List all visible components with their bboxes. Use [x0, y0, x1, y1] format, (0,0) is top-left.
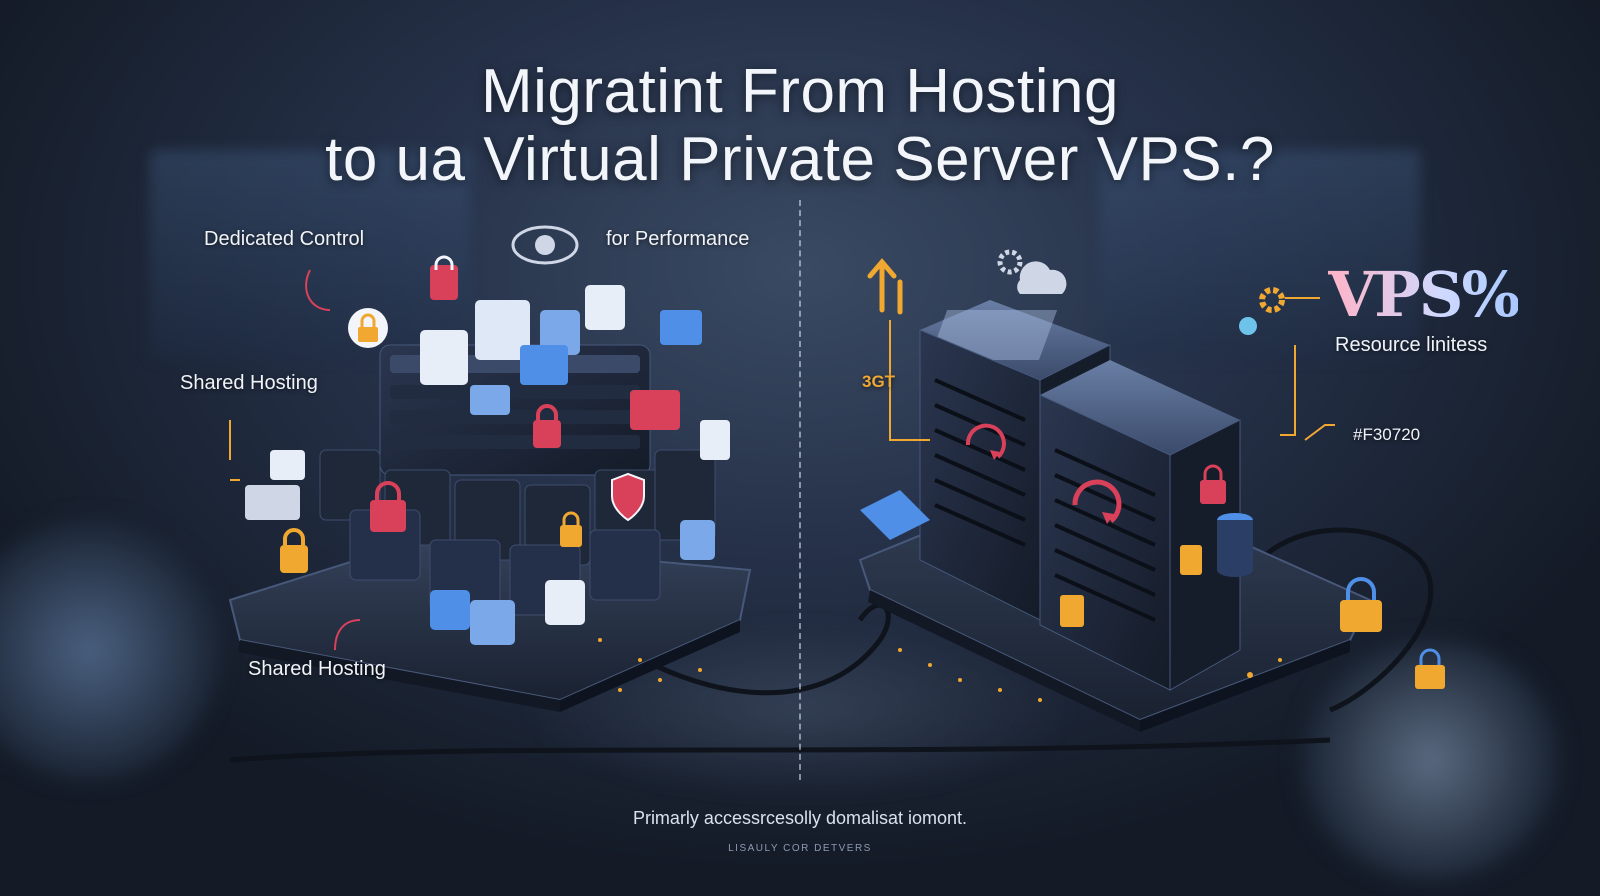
sparkle-dots [598, 638, 1282, 702]
footer-subcaption: LISAULY COR DETVERS [728, 843, 872, 854]
label-for-performance: for Performance [606, 228, 750, 250]
background-monitor-right [1100, 150, 1420, 360]
label-resource: Resource linitess [1335, 334, 1488, 356]
upload-arrow-icon [867, 258, 903, 315]
lock-icon [533, 404, 561, 448]
gear-icon [997, 249, 1023, 275]
label-hex-code: #F30720 [1353, 425, 1421, 444]
label-shared-hosting-bottom: Shared Hosting [248, 658, 386, 680]
lock-icon [560, 511, 582, 547]
footer-caption: Primarly accessrcesolly domalisat iomont… [632, 808, 968, 828]
lock-icon [280, 528, 308, 573]
lock-icon [430, 255, 458, 300]
annotation-connectors [229, 297, 1335, 481]
headline-line-2: to ua Virtual Private Server VPS.? [325, 125, 1275, 194]
vps-brand-mark: VPS% [1328, 258, 1520, 331]
cloud-icon [1017, 261, 1067, 294]
lock-icon [1200, 464, 1226, 504]
lock-icon [348, 308, 388, 348]
gear-icon [1259, 287, 1285, 313]
shield-icon [611, 472, 645, 522]
headline-line-1: Migratint From Hosting [480, 57, 1120, 126]
background-camera-left [0, 520, 220, 780]
file-cards [245, 285, 730, 645]
status-dot [1239, 317, 1257, 335]
label-dedicated-control: Dedicated Control [204, 228, 365, 250]
vps-server-right [1039, 360, 1241, 691]
file-card [1180, 545, 1202, 575]
lock-icon [1340, 577, 1382, 632]
refresh-icon [1072, 479, 1122, 524]
blue-block-icon [860, 490, 930, 540]
server-vents [934, 378, 1156, 622]
label-3gt: 3GT [862, 372, 896, 391]
network-cable [1258, 527, 1434, 713]
label-shared-hosting-top: Shared Hosting [180, 372, 318, 394]
headline: Migratint From Hosting to ua Virtual Pri… [0, 58, 1600, 194]
network-cable [229, 737, 1331, 763]
refresh-icon [965, 423, 1006, 460]
database-icon [1217, 513, 1253, 577]
comparison-divider [799, 200, 801, 780]
background-monitor-left [150, 150, 470, 360]
lock-icon [370, 481, 406, 532]
file-card [1060, 595, 1084, 627]
annotation-connectors [305, 269, 361, 651]
performance-orbit-icon [511, 225, 579, 265]
lock-icon [1415, 648, 1445, 689]
